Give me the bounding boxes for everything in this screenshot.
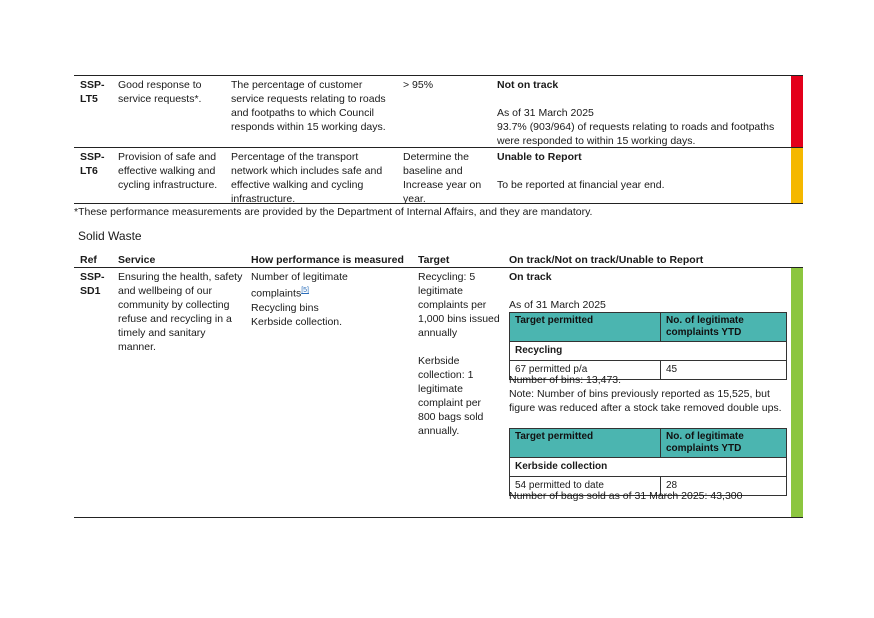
header-target-permitted: Target permitted xyxy=(509,312,661,342)
header-status: On track/Not on track/Unable to Report xyxy=(509,254,704,266)
header-measure: How performance is measured xyxy=(251,254,404,266)
service-lt6: Provision of safe and effective walking … xyxy=(118,151,218,191)
ref-sd1: SSP- SD1 xyxy=(80,271,105,297)
ref-lt5: SSP- LT5 xyxy=(80,79,105,105)
service-sd1: Ensuring the health, safety and wellbein… xyxy=(118,271,243,353)
as-of-date-sd1: As of 31 March 2025 xyxy=(509,299,606,311)
target-sd1-recycling: Recycling: 5 legitimate complaints per 1… xyxy=(418,271,500,339)
measure-sd1: Number of legitimate complaints[5] Recyc… xyxy=(251,271,348,328)
kerbside-complaints-table: Target permitted No. of legitimate compl… xyxy=(509,428,787,496)
header-divider xyxy=(74,267,803,268)
footnote: *These performance measurements are prov… xyxy=(74,206,593,218)
table-bottom-border xyxy=(74,203,803,204)
measure-lt6: Percentage of the transport network whic… xyxy=(231,151,383,205)
status-sd1: On track xyxy=(509,271,552,283)
as-of-date: As of 31 March 2025 xyxy=(497,107,594,119)
footnote-link[interactable]: [5] xyxy=(301,287,309,294)
target-lt5: > 95% xyxy=(403,79,434,91)
recycling-complaints-table: Target permitted No. of legitimate compl… xyxy=(509,312,787,380)
status-indicator-amber xyxy=(791,148,803,203)
header-complaints-ytd: No. of legitimate complaints YTD xyxy=(660,428,787,458)
header-target: Target xyxy=(418,254,450,266)
table-header-row: Target permitted No. of legitimate compl… xyxy=(509,428,787,458)
table-subheader-row: Kerbside collection xyxy=(509,457,787,477)
table-top-border xyxy=(74,75,803,76)
status-indicator-red xyxy=(791,76,803,147)
row-divider xyxy=(74,147,803,148)
target-sd1-kerbside: Kerbside collection: 1 legitimate compla… xyxy=(418,355,484,437)
table-header-row: Target permitted No. of legitimate compl… xyxy=(509,312,787,342)
table-row: 54 permitted to date 28 xyxy=(509,476,787,496)
header-ref: Ref xyxy=(80,254,97,266)
header-target-permitted: Target permitted xyxy=(509,428,661,458)
status-indicator-green xyxy=(791,268,803,517)
service-lt5: Good response to service requests*. xyxy=(118,79,202,105)
measure-lt5: The percentage of customer service reque… xyxy=(231,79,386,133)
status-lt5: Not on track As of 31 March 2025 93.7% (… xyxy=(497,78,787,148)
bins-note: Number of bins: 13,473. Note: Number of … xyxy=(509,374,782,414)
status-label: Not on track xyxy=(497,79,559,91)
status-label: Unable to Report xyxy=(497,151,582,163)
table-subheader-row: Recycling xyxy=(509,341,787,361)
ref-lt6: SSP- LT6 xyxy=(80,151,105,177)
target-lt6: Determine the baseline and Increase year… xyxy=(403,151,482,205)
header-complaints-ytd: No. of legitimate complaints YTD xyxy=(660,312,787,342)
section-bottom-border xyxy=(74,517,803,518)
header-service: Service xyxy=(118,254,156,266)
bags-note: Number of bags sold as of 31 March 2025:… xyxy=(509,490,743,502)
status-lt6: Unable to Report To be reported at finan… xyxy=(497,150,787,192)
table-row: 67 permitted p/a 45 xyxy=(509,360,787,380)
section-title: Solid Waste xyxy=(78,229,142,243)
